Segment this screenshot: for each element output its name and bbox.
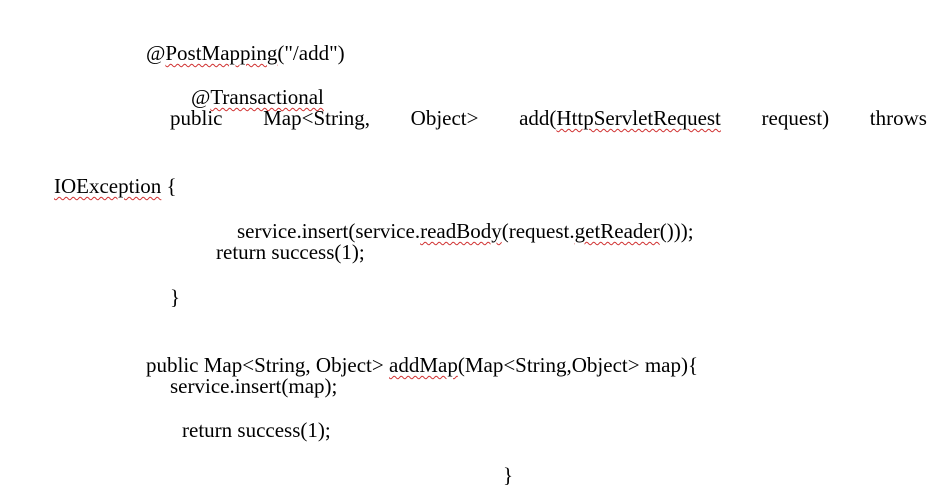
code-line-return-success-2: return success(1); [182,418,331,442]
code-line-close-brace: } [170,285,181,309]
open-brace: { [161,174,177,198]
add-map-return-type: public Map<String, Object> [146,353,389,377]
insert-call: service.insert(service. [237,219,421,243]
add-map-method: addMap [389,353,458,377]
keyword-throws: throws [869,106,927,130]
transactional-annotation: Transactional [210,85,324,109]
get-reader-call: getReader [574,219,660,243]
method-add: add( [519,106,557,130]
post-mapping-annotation: PostMapping [165,41,278,65]
add-map-params: (Map<String,Object> map){ [457,353,699,377]
code-line-add-map-signature: public Map<String, Object> addMap(Map<St… [125,329,698,377]
keyword-public: public [170,106,223,130]
return-type-object: Object> [410,106,479,130]
at-symbol: @ [191,85,211,109]
at-symbol: @ [146,41,166,65]
param-request: request) [761,106,830,130]
http-servlet-request-type: HttpServletRequest [556,106,721,130]
code-line-insert-body: service.insert(service.readBody(request.… [216,195,694,243]
return-type-map: Map<String, [263,106,371,130]
io-exception: IOException [54,174,162,198]
code-line-exception: IOException { [33,150,177,198]
method-add-group: add(HttpServletRequest [519,106,721,130]
request-ref: (request. [501,219,575,243]
code-line-transactional: @Transactional [170,61,324,109]
code-line-final-brace: } [503,463,514,487]
code-line-return-success: return success(1); [216,240,365,264]
code-line-method-signature: public Map<String, Object> add(HttpServl… [170,106,927,130]
post-mapping-path: ("/add") [277,41,345,65]
code-line-post-mapping: @PostMapping("/add") [125,17,345,65]
read-body-call: readBody [420,219,502,243]
code-line-insert-map: service.insert(map); [170,374,338,398]
call-close: ())); [659,219,694,243]
